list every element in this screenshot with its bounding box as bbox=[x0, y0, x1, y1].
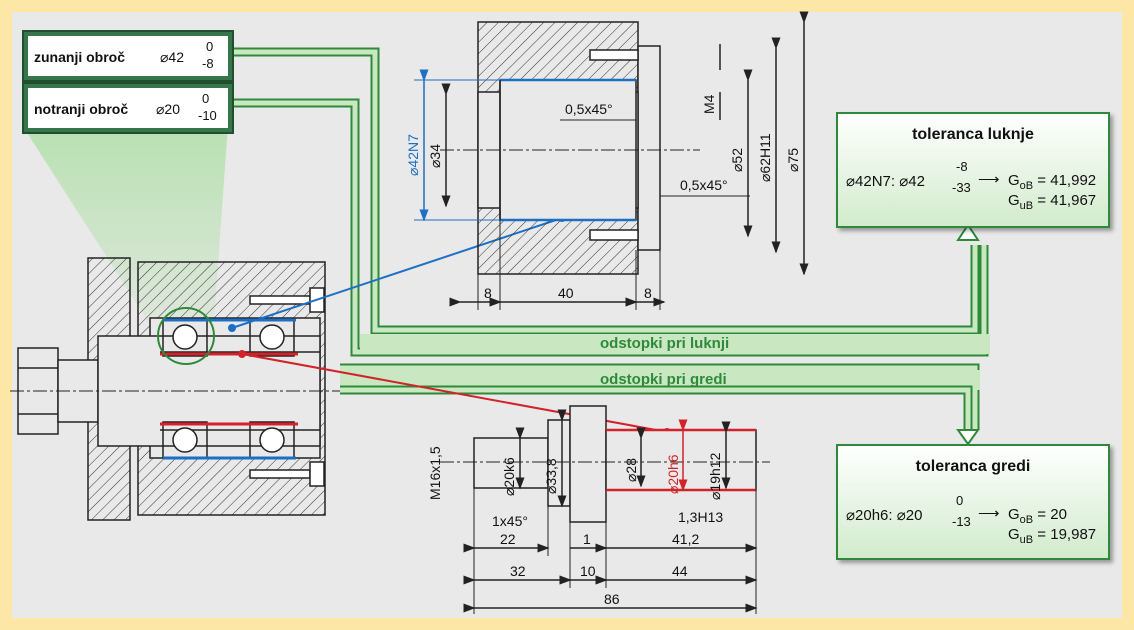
outer-ring-label: zunanji obroč ⌀42 0 -8 bbox=[22, 30, 234, 82]
dim-groove: 1,3H13 bbox=[678, 509, 723, 525]
tolerance-shaft-upper: 0 bbox=[956, 493, 964, 508]
shaft-drawing bbox=[440, 405, 770, 614]
tolerance-hole-upper: -8 bbox=[956, 159, 968, 174]
tolerance-hole-lower: -33 bbox=[952, 180, 971, 195]
dim-d33-8: ⌀33,8 bbox=[543, 458, 559, 494]
flow-lines bbox=[232, 47, 990, 446]
dim-d20k6: ⌀20k6 bbox=[501, 457, 517, 496]
tolerance-hole-gub-value: 41,967 bbox=[1050, 192, 1097, 209]
inner-ring-upper: 0 bbox=[202, 91, 210, 106]
outer-ring-upper: 0 bbox=[206, 39, 214, 54]
inner-ring-dim: ⌀20 bbox=[156, 101, 181, 117]
dim-l10: 10 bbox=[580, 563, 596, 579]
tolerance-shaft-lower: -13 bbox=[952, 514, 971, 529]
tolerance-shaft-gub: GuB = 19,987 bbox=[1008, 526, 1097, 546]
dim-l41-2: 41,2 bbox=[672, 531, 699, 547]
dim-l86: 86 bbox=[604, 591, 620, 607]
housing-drawing bbox=[414, 11, 809, 310]
dim-chamfer-2: 0,5x45° bbox=[680, 177, 728, 193]
inner-ring-lower: -10 bbox=[198, 108, 217, 123]
tolerance-hole-gob: GoB = 41,992 bbox=[1008, 172, 1097, 192]
dim-width-8b: 8 bbox=[644, 285, 652, 301]
outer-ring-lower: -8 bbox=[202, 56, 214, 71]
dim-chamfer-1: 0,5x45° bbox=[565, 101, 613, 117]
tolerance-hole-fit: ⌀42N7: ⌀42 bbox=[846, 173, 925, 190]
inner-ring-label: notranji obroč ⌀20 0 -10 bbox=[22, 82, 234, 134]
arrow-icon: ⟶ bbox=[978, 171, 1000, 188]
tolerance-shaft-gob: GoB = 20 bbox=[1008, 506, 1067, 526]
tolerance-shaft-gob-value: 20 bbox=[1050, 506, 1067, 523]
dim-d52: ⌀52 bbox=[729, 148, 745, 172]
assembly-drawing bbox=[10, 257, 340, 521]
dim-m4: M4 bbox=[701, 94, 717, 114]
dim-chamfer: 1x45° bbox=[492, 513, 528, 529]
flow-label-shaft: odstopki pri gredi bbox=[600, 371, 727, 388]
tolerance-hole-gob-value: 41,992 bbox=[1050, 172, 1097, 189]
dim-d62h11: ⌀62H11 bbox=[757, 133, 773, 182]
arrow-icon: ⟶ bbox=[978, 505, 1000, 522]
tolerance-hole-title: toleranca luknje bbox=[912, 126, 1034, 143]
tolerance-shaft-title: toleranca gredi bbox=[915, 458, 1031, 475]
outer-ring-dim: ⌀42 bbox=[160, 49, 185, 65]
dim-l44: 44 bbox=[672, 563, 688, 579]
dim-d42n7: ⌀42N7 bbox=[405, 134, 421, 176]
tolerance-shaft-box: toleranca gredi ⌀20h6: ⌀20 0 -13 ⟶ GoB =… bbox=[836, 444, 1110, 560]
tolerance-hole-box: toleranca luknje ⌀42N7: ⌀42 -8 -33 ⟶ GoB… bbox=[836, 112, 1110, 228]
dim-d20h6: ⌀20h6 bbox=[665, 454, 681, 494]
inner-ring-text: notranji obroč bbox=[34, 101, 129, 117]
tolerance-hole-gub: GuB = 41,967 bbox=[1008, 192, 1097, 212]
dim-width-8a: 8 bbox=[484, 285, 492, 301]
dim-m16: M16x1,5 bbox=[427, 446, 443, 500]
dim-l32: 32 bbox=[510, 563, 526, 579]
dim-d34: ⌀34 bbox=[427, 144, 443, 168]
flow-label-hole: odstopki pri luknji bbox=[600, 335, 729, 352]
dim-d19h12: ⌀19h12 bbox=[707, 452, 723, 500]
tolerance-shaft-gub-value: 19,987 bbox=[1050, 526, 1097, 543]
dim-d28: ⌀28 bbox=[623, 458, 639, 482]
dim-l22: 22 bbox=[500, 531, 516, 547]
outer-ring-text: zunanji obroč bbox=[34, 49, 125, 65]
dim-width-40: 40 bbox=[558, 285, 574, 301]
dim-d75: ⌀75 bbox=[785, 148, 801, 172]
tolerance-shaft-fit: ⌀20h6: ⌀20 bbox=[846, 507, 923, 524]
dim-l1: 1 bbox=[583, 531, 591, 547]
